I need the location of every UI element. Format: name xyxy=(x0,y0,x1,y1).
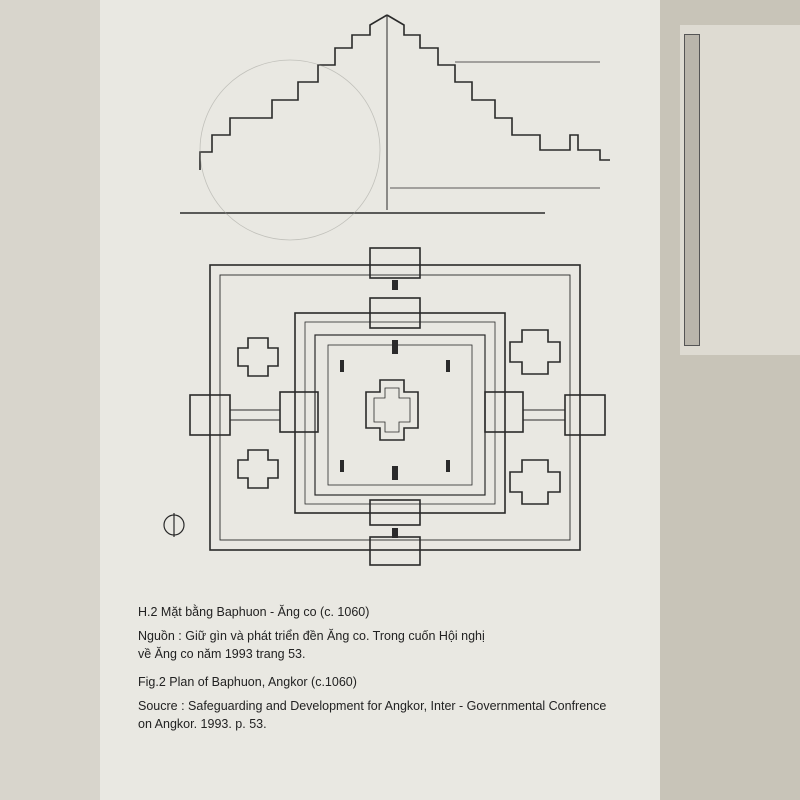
inner-south-gopura xyxy=(369,499,421,526)
facing-page xyxy=(680,25,800,355)
east-gopura xyxy=(564,394,606,436)
south-gopura xyxy=(369,536,421,566)
central-sanctuary xyxy=(365,379,419,441)
facing-page-illustration xyxy=(684,34,700,346)
caption-vi-source-line1: Nguồn : Giữ gìn và phát triển đền Ăng co… xyxy=(138,629,485,643)
elevation-section xyxy=(180,14,610,214)
inner-west-gopura xyxy=(279,391,319,433)
book-page xyxy=(100,0,660,800)
outer-enclosure-inner-line xyxy=(219,274,571,541)
faint-background-circle xyxy=(199,59,381,241)
second-enclosure xyxy=(294,312,506,514)
third-enclosure-inner xyxy=(327,344,473,486)
second-enclosure-inner xyxy=(304,321,496,505)
left-profile xyxy=(199,14,388,170)
inner-north-gopura xyxy=(369,297,421,329)
caption-en-source-line2: on Angkor. 1993. p. 53. xyxy=(138,717,267,731)
west-gopura xyxy=(189,394,231,436)
plan-view xyxy=(163,247,606,566)
caption-vi-title: H.2 Mặt bằng Baphuon - Ăng co (c. 1060) xyxy=(138,605,370,619)
baphuon-drawing xyxy=(163,14,610,566)
library-sw xyxy=(237,449,279,489)
caption-en-source-line1: Soucre : Safeguarding and Development fo… xyxy=(138,699,607,713)
pier-marks xyxy=(340,280,450,538)
right-profile xyxy=(386,14,610,161)
inner-east-gopura xyxy=(484,391,524,433)
library-se xyxy=(509,459,561,505)
library-ne xyxy=(509,329,561,375)
caption-vi-source-line2: về Ăng co năm 1993 trang 53. xyxy=(138,647,306,661)
north-gopura xyxy=(369,247,421,279)
caption-en-title: Fig.2 Plan of Baphuon, Angkor (c.1060) xyxy=(138,675,357,689)
library-nw xyxy=(237,337,279,377)
outer-enclosure-wall xyxy=(209,264,581,551)
